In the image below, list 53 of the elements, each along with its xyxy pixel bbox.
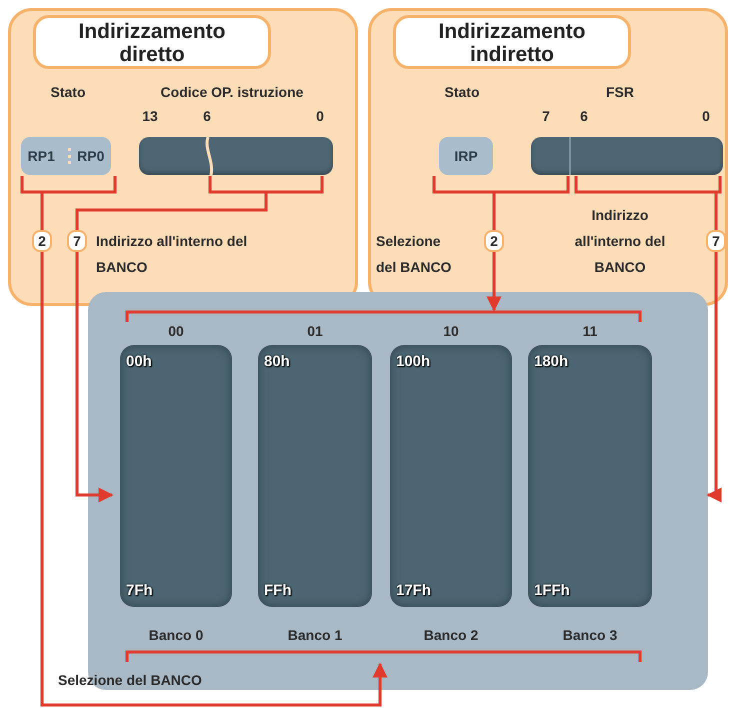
connector-arrow [574, 174, 722, 502]
address-label: 180h [534, 353, 568, 370]
address-label: 17Fh [396, 582, 432, 599]
bit-number: 13 [142, 108, 158, 124]
register-box [21, 137, 111, 175]
address-label: FFh [264, 582, 292, 599]
address-label: 100h [396, 353, 430, 370]
address-label: 7Fh [126, 582, 153, 599]
field-label: Codice OP. istruzione [160, 84, 304, 100]
bank-name: Banco 3 [562, 627, 618, 643]
register-bit-label: IRP [454, 148, 478, 164]
panel-title: Indirizzamento indiretto [393, 15, 631, 69]
addressing-panel [8, 8, 358, 306]
connector-arrow [76, 174, 324, 502]
note-text: Selezione del BANCO [58, 671, 203, 690]
memory-bank [528, 345, 652, 607]
memory-bank [258, 345, 372, 607]
connector-arrow [126, 174, 642, 324]
bank-code: 11 [582, 323, 598, 339]
address-label: 80h [264, 353, 290, 370]
bit-count-badge: 2 [32, 230, 52, 252]
bit-number: 7 [542, 108, 550, 124]
bit-number: 0 [702, 108, 710, 124]
panel-title: Indirizzamento diretto [33, 15, 271, 69]
register-bar [139, 137, 333, 175]
memory-bank [390, 345, 512, 607]
memory-bank [120, 345, 232, 607]
addressing-panel [368, 8, 728, 306]
bit-count-badge: 7 [706, 230, 726, 252]
bank-code: 00 [168, 323, 184, 339]
register-bit-label: RP0 [68, 148, 104, 164]
bit-count-badge: 7 [67, 230, 87, 252]
register-label: Stato [50, 84, 86, 100]
note-text: Indirizzo all'interno del BANCO [96, 232, 248, 277]
address-label: 1FFh [534, 582, 570, 599]
register-label: FSR [606, 84, 634, 100]
bit-count-badge: 2 [484, 230, 504, 252]
note-text: Indirizzo all'interno del BANCO [574, 206, 666, 277]
bit-number: 6 [203, 108, 211, 124]
bank-name: Banco 2 [424, 627, 478, 643]
register-bit-label: RP1 [28, 148, 55, 164]
bit-number: 6 [580, 108, 588, 124]
bank-code: 10 [443, 323, 459, 339]
bit-number: 0 [316, 108, 324, 124]
bank-name: Banco 0 [148, 627, 204, 643]
bank-name: Banco 1 [288, 627, 342, 643]
connector-arrow [20, 174, 642, 706]
register-label: Stato [444, 84, 480, 100]
address-label: 00h [126, 353, 152, 370]
register-box [439, 137, 493, 175]
register-bar [531, 137, 723, 175]
bank-code: 01 [307, 323, 323, 339]
note-text: Selezione del BANCO [376, 232, 452, 277]
